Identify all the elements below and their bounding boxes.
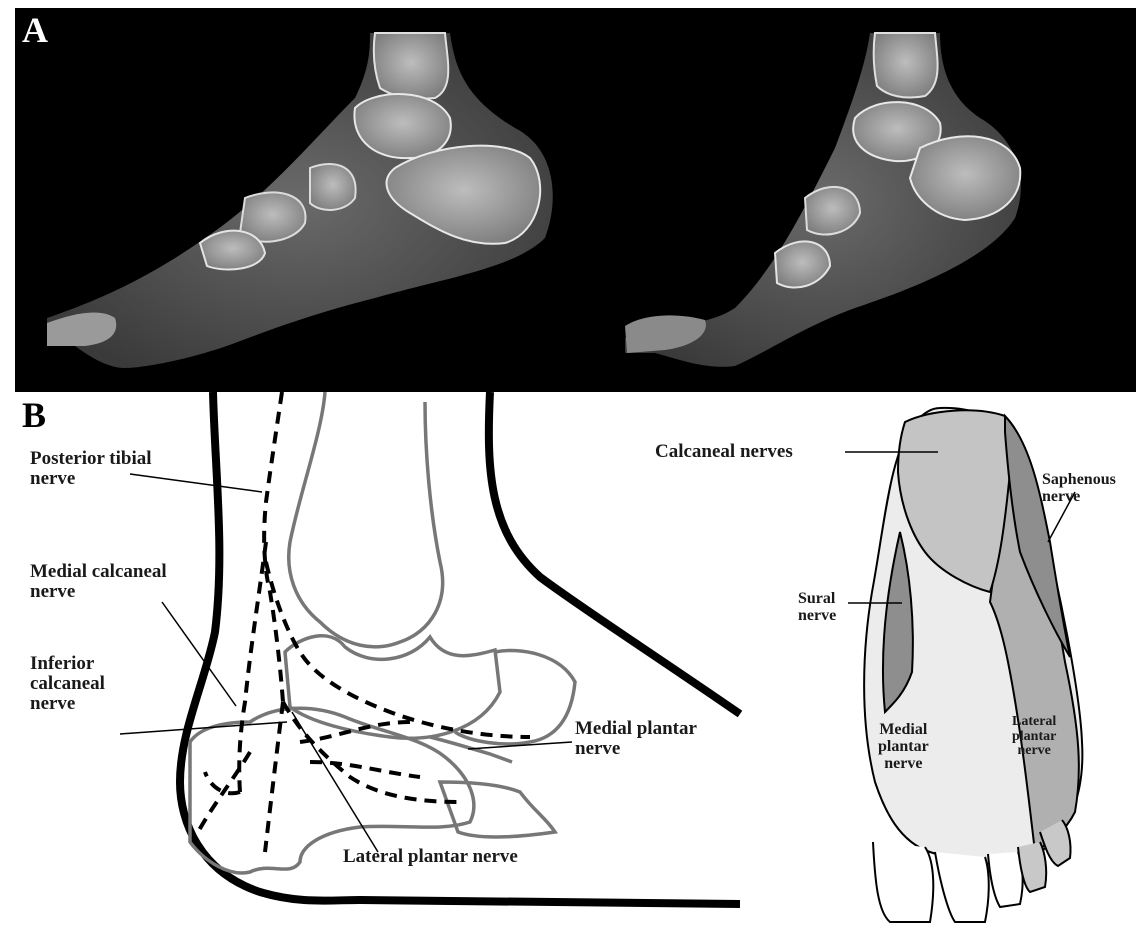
- schematic-drawings: [0, 392, 1136, 926]
- great-toe: [873, 842, 933, 922]
- second-toe: [935, 852, 989, 922]
- label-posterior-tibial-nerve: Posterior tibial nerve: [30, 449, 152, 489]
- tibia-outline: [289, 392, 443, 647]
- ct-left-metatarsal: [200, 231, 265, 270]
- ct-images: [15, 8, 1136, 392]
- midfoot-outline: [455, 651, 575, 744]
- ct-scan-left: [47, 33, 553, 368]
- panel-a-label: A: [22, 12, 48, 48]
- ct-panel: [15, 8, 1136, 392]
- cuboid-outline: [440, 782, 555, 837]
- ankle-skin-posterior: [180, 392, 740, 904]
- ct-right-tibia: [874, 33, 938, 98]
- schematic-panel: Posterior tibial nerve Medial calcaneal …: [0, 392, 1136, 926]
- medial-calcaneal-nerve-line: [239, 542, 266, 792]
- ankle-diagram: [120, 392, 740, 904]
- label-inferior-calcaneal-nerve: Inferior calcaneal nerve: [30, 654, 105, 714]
- talus-outline: [285, 636, 500, 738]
- label-calcaneal-nerves: Calcaneal nerves: [655, 442, 793, 462]
- third-toe: [988, 852, 1023, 907]
- ct-scan-right: [625, 33, 1021, 367]
- ct-left-tibia: [374, 33, 448, 99]
- label-sole-medial-plantar: Medial plantar nerve: [878, 722, 929, 772]
- label-sural-nerve: Sural nerve: [798, 591, 836, 625]
- label-saphenous-nerve: Saphenous nerve: [1042, 472, 1136, 506]
- label-lateral-plantar-nerve: Lateral plantar nerve: [343, 847, 518, 867]
- label-medial-calcaneal-nerve: Medial calcaneal nerve: [30, 562, 167, 602]
- ct-left-navicular: [310, 164, 356, 210]
- inferior-calcaneal-nerve-line: [265, 702, 283, 852]
- calcaneal-branch-1: [198, 752, 250, 832]
- label-medial-plantar-nerve: Medial plantar nerve: [575, 719, 697, 759]
- label-sole-lateral-plantar: Lateral plantar nerve: [1012, 715, 1056, 759]
